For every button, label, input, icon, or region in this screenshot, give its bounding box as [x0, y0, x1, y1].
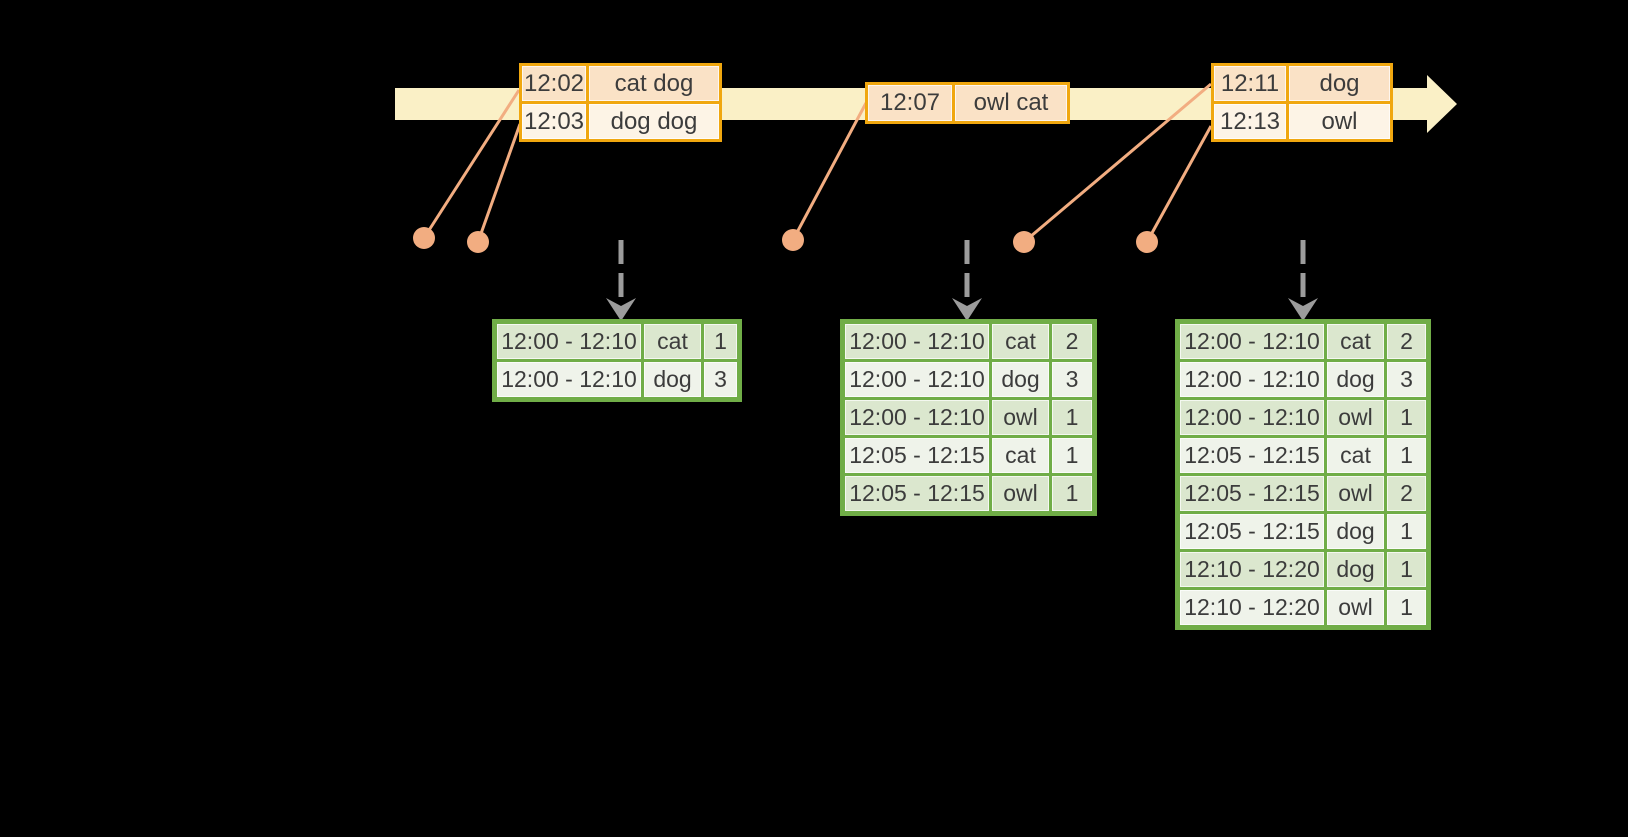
event-dot-icon [467, 231, 489, 253]
word-cell: owl [992, 400, 1049, 435]
timeline-arrowhead-icon [1427, 75, 1457, 133]
event-dot-icon [1013, 231, 1035, 253]
event-dot-icon [413, 227, 435, 249]
word-cell: dog [992, 362, 1049, 397]
event-words-cell: owl cat [955, 85, 1067, 121]
window-cell: 12:05 - 12:15 [1180, 514, 1324, 549]
window-cell: 12:05 - 12:15 [845, 438, 989, 473]
word-cell: cat [992, 324, 1049, 359]
count-cell: 1 [1387, 514, 1426, 549]
trigger-arrows [606, 240, 1318, 321]
count-cell: 2 [1387, 324, 1426, 359]
word-cell: dog [1327, 552, 1384, 587]
word-cell: owl [1327, 476, 1384, 511]
word-cell: dog [1327, 514, 1384, 549]
trigger-arrow-icon [1288, 298, 1318, 321]
window-cell: 12:00 - 12:10 [497, 362, 641, 397]
event-words-cell: dog dog [589, 104, 719, 139]
window-cell: 12:00 - 12:10 [1180, 400, 1324, 435]
count-cell: 1 [1387, 590, 1426, 625]
event-time-cell: 12:07 [868, 85, 952, 121]
count-cell: 1 [1387, 400, 1426, 435]
event-words-cell: owl [1289, 104, 1390, 139]
trigger-arrow-icon [606, 298, 636, 321]
count-cell: 2 [1387, 476, 1426, 511]
word-cell: cat [1327, 324, 1384, 359]
event-time-cell: 12:13 [1214, 104, 1286, 139]
connector-line [791, 102, 868, 241]
word-cell: cat [1327, 438, 1384, 473]
count-cell: 3 [704, 362, 737, 397]
window-cell: 12:10 - 12:20 [1180, 590, 1324, 625]
window-cell: 12:00 - 12:10 [497, 324, 641, 359]
event-markers [413, 227, 1158, 253]
count-cell: 1 [1387, 438, 1426, 473]
event-time-cell: 12:03 [522, 104, 586, 139]
count-cell: 2 [1052, 324, 1092, 359]
window-cell: 12:05 - 12:15 [1180, 476, 1324, 511]
event-dot-icon [782, 229, 804, 251]
window-cell: 12:10 - 12:20 [1180, 552, 1324, 587]
event-time-cell: 12:11 [1214, 66, 1286, 101]
trigger-arrow-icon [952, 298, 982, 321]
event-words-cell: cat dog [589, 66, 719, 101]
window-cell: 12:05 - 12:15 [845, 476, 989, 511]
window-cell: 12:00 - 12:10 [1180, 324, 1324, 359]
word-cell: cat [644, 324, 701, 359]
window-cell: 12:05 - 12:15 [1180, 438, 1324, 473]
count-cell: 1 [1052, 400, 1092, 435]
count-cell: 1 [1052, 438, 1092, 473]
count-cell: 1 [704, 324, 737, 359]
window-cell: 12:00 - 12:10 [1180, 362, 1324, 397]
event-dot-icon [1136, 231, 1158, 253]
count-cell: 1 [1387, 552, 1426, 587]
event-words-cell: dog [1289, 66, 1390, 101]
word-cell: owl [1327, 400, 1384, 435]
count-cell: 1 [1052, 476, 1092, 511]
word-cell: owl [992, 476, 1049, 511]
connector-line [476, 123, 522, 243]
count-cell: 3 [1052, 362, 1092, 397]
count-cell: 3 [1387, 362, 1426, 397]
word-cell: owl [1327, 590, 1384, 625]
window-cell: 12:00 - 12:10 [845, 400, 989, 435]
event-time-cell: 12:02 [522, 66, 586, 101]
window-cell: 12:00 - 12:10 [845, 324, 989, 359]
connector-line [1145, 125, 1213, 243]
word-cell: dog [644, 362, 701, 397]
window-cell: 12:00 - 12:10 [845, 362, 989, 397]
word-cell: cat [992, 438, 1049, 473]
word-cell: dog [1327, 362, 1384, 397]
